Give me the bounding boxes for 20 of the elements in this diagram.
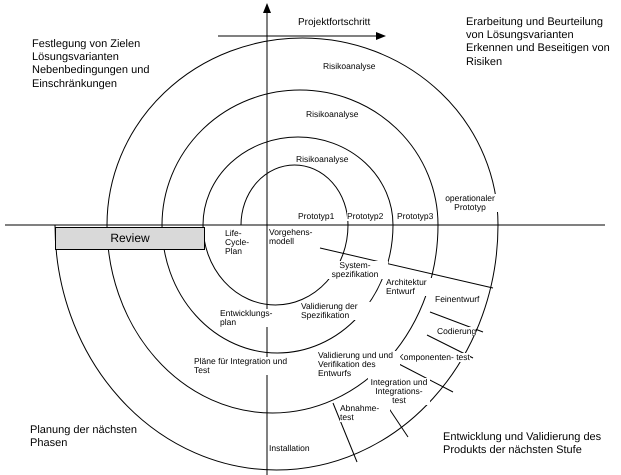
phase-label: Installation xyxy=(269,444,310,453)
quadrant-label: Festlegung von Zielen Lösungsvarianten Nebenbedingungen und Einschränkungen xyxy=(32,38,150,91)
phase-label: Risikoanalyse xyxy=(296,155,348,164)
phase-label: Vorgehens- modell xyxy=(269,228,315,246)
phase-label: Feinentwurf xyxy=(435,295,480,304)
phase-label: Risikoanalyse xyxy=(306,110,358,119)
axis-label: Projektfortschritt xyxy=(298,18,370,28)
phase-label: Abnahme- test xyxy=(340,404,390,422)
quadrant-label: Erarbeitung und Beurteilung von Lösungsvarianten Erkennen und Beseitigen von Risiken xyxy=(466,16,611,69)
phase-label: Prototyp2 xyxy=(347,212,384,221)
review-box: Review xyxy=(55,227,205,250)
quadrant-label: Planung der nächsten Phasen xyxy=(30,424,138,450)
phase-label: Risikoanalyse xyxy=(323,62,376,71)
quadrant-label: Entwicklung und Validierung des Produkts der nächsten Stufe xyxy=(443,431,602,458)
phase-label: Validierung und und Verifikation des Entwurfs xyxy=(318,351,400,378)
phase-label: Komponenten- test xyxy=(398,353,470,362)
phase-label: Prototyp1 xyxy=(298,212,334,221)
phase-label: Codierung xyxy=(437,327,476,336)
phase-label: Prototyp3 xyxy=(397,212,434,221)
phase-label: Integration und Integrations- test xyxy=(368,378,430,405)
